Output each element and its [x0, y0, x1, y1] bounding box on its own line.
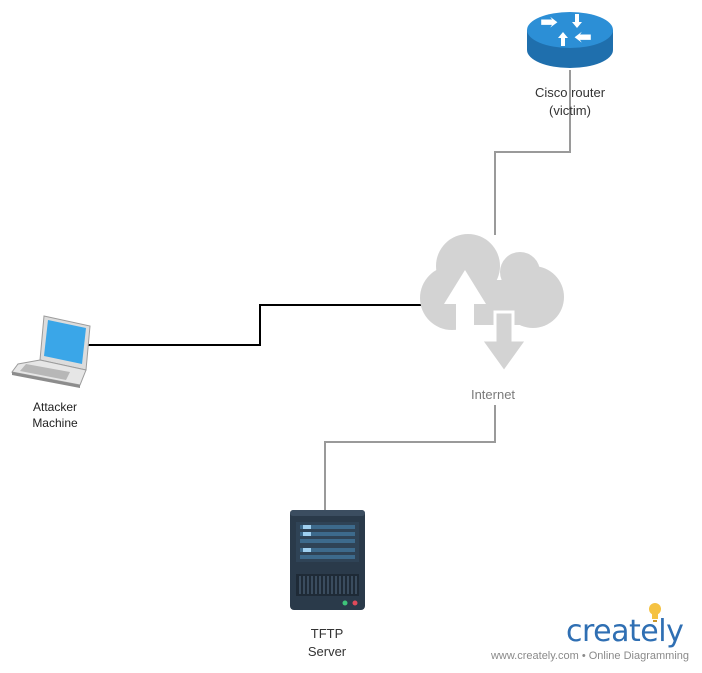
attacker-label: Attacker Machine [32, 400, 78, 430]
connector-attacker-to-internet [88, 304, 422, 346]
router-label: Cisco router (victim) [534, 85, 606, 118]
connector-internet-to-server [324, 405, 496, 512]
creately-branding: creately www.creately.com • Online Diagr… [470, 598, 695, 668]
server-label: TFTP Server [307, 626, 347, 659]
server-icon [290, 510, 365, 610]
internet-label: Internet [470, 387, 516, 402]
router-icon [527, 12, 613, 68]
creately-wordmark: creately [566, 614, 684, 649]
connector-router-to-internet [494, 70, 571, 235]
down-arrow-icon [478, 310, 530, 375]
bulb-icon [649, 603, 661, 622]
laptop-icon [11, 315, 91, 388]
creately-tagline: www.creately.com • Online Diagramming [490, 650, 689, 662]
cloud-icon [420, 234, 564, 330]
up-arrow-icon [444, 270, 486, 336]
